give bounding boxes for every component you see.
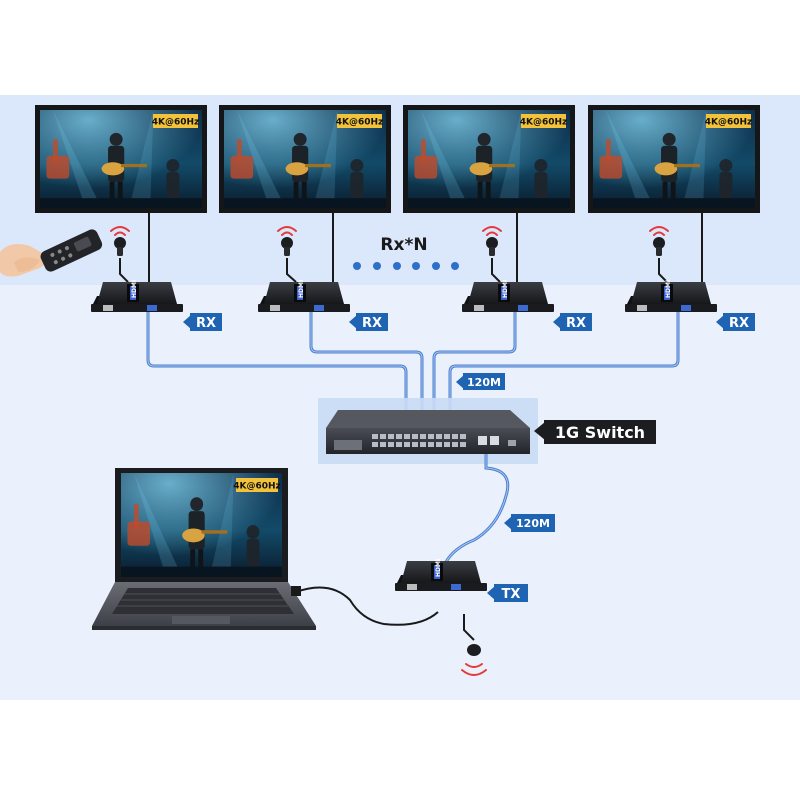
remote-control-icon bbox=[0, 229, 103, 277]
more-receivers-dots bbox=[353, 262, 459, 270]
receiver-badge: HDMI bbox=[298, 280, 305, 298]
rx-tag-label: RX bbox=[729, 316, 749, 331]
tx-tag: TX bbox=[487, 584, 528, 602]
cable-length-label: 120M bbox=[516, 517, 550, 530]
receiver-badge: HDMI bbox=[131, 280, 138, 298]
cable-length-tag-tx: 120M bbox=[504, 514, 555, 532]
laptop-resolution-label: 4K@60Hz bbox=[233, 482, 281, 492]
monitor-resolution-label: 4K@60Hz bbox=[520, 118, 568, 128]
transmitter-badge: HDMI bbox=[435, 559, 442, 577]
transmitter: HDMI bbox=[395, 559, 487, 591]
monitor-resolution-label: 4K@60Hz bbox=[152, 118, 200, 128]
rx-tag-1: RX bbox=[183, 313, 222, 331]
cable-length-label: 120M bbox=[467, 376, 501, 389]
receiver-2: HDMI bbox=[258, 280, 350, 312]
rx-tag-label: RX bbox=[196, 316, 216, 331]
switch-label: 1G Switch bbox=[555, 423, 645, 442]
hdmi-cable-tx bbox=[295, 586, 439, 626]
receiver-badge: HDMI bbox=[665, 280, 672, 298]
monitor-4: 4K@60Hz bbox=[588, 105, 760, 213]
cable-length-tag-rx: 120M bbox=[456, 373, 505, 390]
monitor-resolution-label: 4K@60Hz bbox=[705, 118, 753, 128]
monitor-1: 4K@60Hz bbox=[35, 105, 207, 213]
rx-tag-label: RX bbox=[566, 316, 586, 331]
monitor-resolution-label: 4K@60Hz bbox=[336, 118, 384, 128]
monitor-3: 4K@60Hz bbox=[403, 105, 575, 213]
receiver-badge: HDMI bbox=[502, 280, 509, 298]
ir-transmitter-icon bbox=[461, 614, 487, 676]
switch-label-tag: 1G Switch bbox=[534, 420, 656, 444]
rx-tag-2: RX bbox=[349, 313, 388, 331]
rx-tag-3: RX bbox=[553, 313, 592, 331]
network-switch bbox=[318, 398, 538, 464]
monitor-2: 4K@60Hz bbox=[219, 105, 391, 213]
hdmi-cables-rx bbox=[119, 213, 703, 283]
receiver-3: HDMI bbox=[462, 280, 554, 312]
receiver-1: HDMI bbox=[91, 280, 183, 312]
rx-tag-4: RX bbox=[716, 313, 755, 331]
rx-tag-label: RX bbox=[362, 316, 382, 331]
tx-tag-label: TX bbox=[502, 587, 521, 602]
laptop: 4K@60Hz bbox=[92, 468, 316, 630]
rx-count-label: Rx*N bbox=[380, 235, 427, 255]
receiver-4: HDMI bbox=[625, 280, 717, 312]
network-cables-inner bbox=[147, 312, 679, 412]
